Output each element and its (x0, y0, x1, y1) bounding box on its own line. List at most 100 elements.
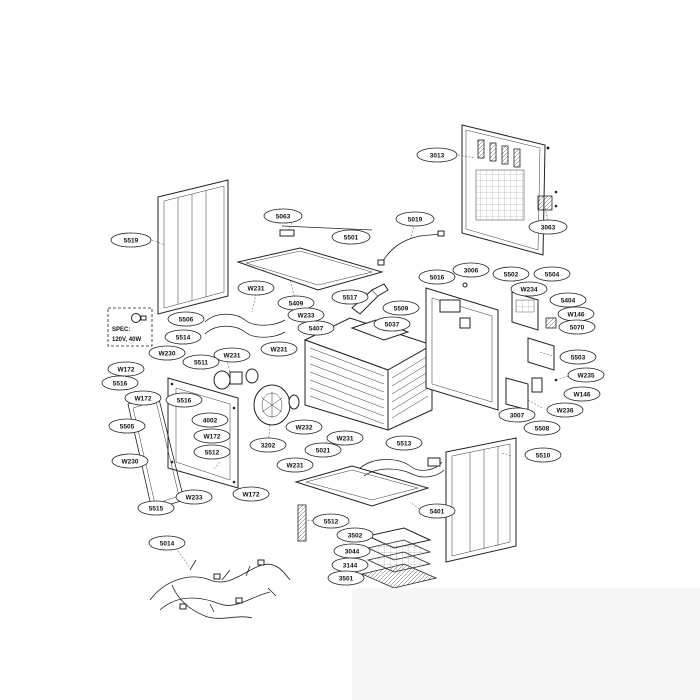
wire-harness-part (149, 559, 291, 619)
right-side-panel-part (445, 437, 517, 563)
svg-text:W172: W172 (135, 396, 152, 403)
callout-layer: 3013 3063 5063 5501 5019 5519 5016 3006 … (101, 147, 605, 586)
svg-text:W146: W146 (568, 312, 585, 319)
hinge-strip-part (297, 504, 307, 542)
callout-w230-a: W230 (148, 345, 186, 361)
callout-w172-d: W172 (232, 486, 270, 502)
callout-w230-b: W230 (111, 453, 149, 469)
callout-5512-a: 5512 (193, 444, 231, 460)
svg-text:5021: 5021 (316, 448, 331, 455)
callout-5516-a: 5516 (101, 375, 139, 391)
spec-title: SPEC: (112, 327, 130, 333)
callout-4002: 4002 (191, 412, 229, 428)
broil-element-part (204, 313, 286, 338)
svg-text:5508: 5508 (535, 426, 550, 433)
callout-w231-a: W231 (237, 280, 275, 296)
callout-w146-b: W146 (563, 386, 601, 402)
callout-5514: 5514 (164, 329, 202, 345)
svg-text:3202: 3202 (261, 443, 276, 450)
svg-text:W172: W172 (204, 434, 221, 441)
svg-text:5037: 5037 (385, 322, 400, 329)
callout-3144: 3144 (331, 557, 369, 573)
svg-text:W172: W172 (118, 367, 135, 374)
svg-text:5404: 5404 (561, 298, 576, 305)
top-panel-part (236, 225, 384, 291)
callout-5021: 5021 (304, 442, 342, 458)
callout-3502: 3502 (336, 527, 374, 543)
callout-5509: 5509 (382, 300, 420, 316)
callout-5404: 5404 (549, 292, 587, 308)
svg-text:5519: 5519 (124, 238, 139, 245)
callout-5510: 5510 (524, 447, 562, 463)
svg-text:5019: 5019 (408, 217, 423, 224)
callout-w231-b: W231 (260, 341, 298, 357)
callout-w231-d: W231 (326, 430, 364, 446)
svg-text:W234: W234 (521, 287, 538, 294)
callout-5506: 5506 (167, 311, 205, 327)
svg-text:3007: 3007 (510, 413, 525, 420)
bake-element-part (359, 457, 445, 478)
svg-text:5063: 5063 (276, 214, 291, 221)
control-board-part (511, 291, 557, 371)
svg-text:5014: 5014 (160, 541, 175, 548)
callout-w172-b: W172 (124, 390, 162, 406)
svg-text:5517: 5517 (343, 295, 358, 302)
callout-5063: 5063 (263, 208, 303, 224)
callout-w172-a: W172 (107, 361, 145, 377)
svg-text:5016: 5016 (430, 275, 445, 282)
callout-3007: 3007 (498, 407, 536, 423)
svg-text:5513: 5513 (397, 441, 412, 448)
svg-text:W233: W233 (298, 313, 315, 320)
svg-text:3144: 3144 (343, 563, 358, 570)
svg-text:5514: 5514 (176, 335, 191, 342)
callout-w231-e: W231 (276, 457, 314, 473)
callout-5516-b: 5516 (165, 392, 203, 408)
callout-5503: 5503 (559, 349, 597, 365)
svg-text:W172: W172 (243, 492, 260, 499)
terminal-block-part (505, 377, 558, 411)
callout-w234: W234 (510, 281, 548, 297)
callout-5016: 5016 (418, 269, 456, 285)
convection-fan-part (253, 384, 300, 426)
svg-text:5516: 5516 (113, 381, 128, 388)
svg-text:5512: 5512 (324, 519, 339, 526)
right-side-frame-part (425, 282, 499, 411)
svg-text:5504: 5504 (545, 272, 560, 279)
svg-text:5515: 5515 (149, 506, 164, 513)
callout-5019: 5019 (395, 211, 435, 227)
svg-text:3502: 3502 (348, 533, 363, 540)
svg-text:3063: 3063 (541, 225, 556, 232)
callout-5037: 5037 (373, 316, 411, 332)
svg-text:W231: W231 (271, 347, 288, 354)
callout-w232: W232 (285, 419, 323, 435)
callout-5014: 5014 (148, 535, 186, 551)
svg-text:W231: W231 (287, 463, 304, 470)
light-bulb-icon (131, 313, 147, 323)
svg-text:W235: W235 (578, 373, 595, 380)
svg-text:5501: 5501 (344, 235, 359, 242)
callout-w233-a: W233 (287, 307, 325, 323)
callout-3501: 3501 (327, 570, 365, 586)
svg-text:5516: 5516 (177, 398, 192, 405)
svg-text:4002: 4002 (203, 418, 218, 425)
svg-text:W230: W230 (122, 459, 139, 466)
svg-text:W232: W232 (296, 425, 313, 432)
svg-text:3044: 3044 (345, 549, 360, 556)
svg-text:W231: W231 (248, 286, 265, 293)
svg-text:W231: W231 (337, 436, 354, 443)
svg-text:5505: 5505 (120, 424, 135, 431)
svg-text:5511: 5511 (194, 360, 208, 367)
back-bracket-part (537, 190, 558, 211)
bottom-tray-part (294, 465, 430, 507)
callout-5512-b: 5512 (312, 513, 350, 529)
oven-rack-part (360, 527, 438, 589)
callout-5508: 5508 (523, 420, 561, 436)
svg-text:5502: 5502 (504, 272, 519, 279)
callout-w146-a: W146 (557, 306, 595, 322)
svg-text:5407: 5407 (309, 326, 324, 333)
callout-5407: 5407 (297, 320, 335, 336)
svg-text:5506: 5506 (179, 317, 194, 324)
svg-text:5510: 5510 (536, 453, 551, 460)
callout-5515: 5515 (137, 500, 175, 516)
